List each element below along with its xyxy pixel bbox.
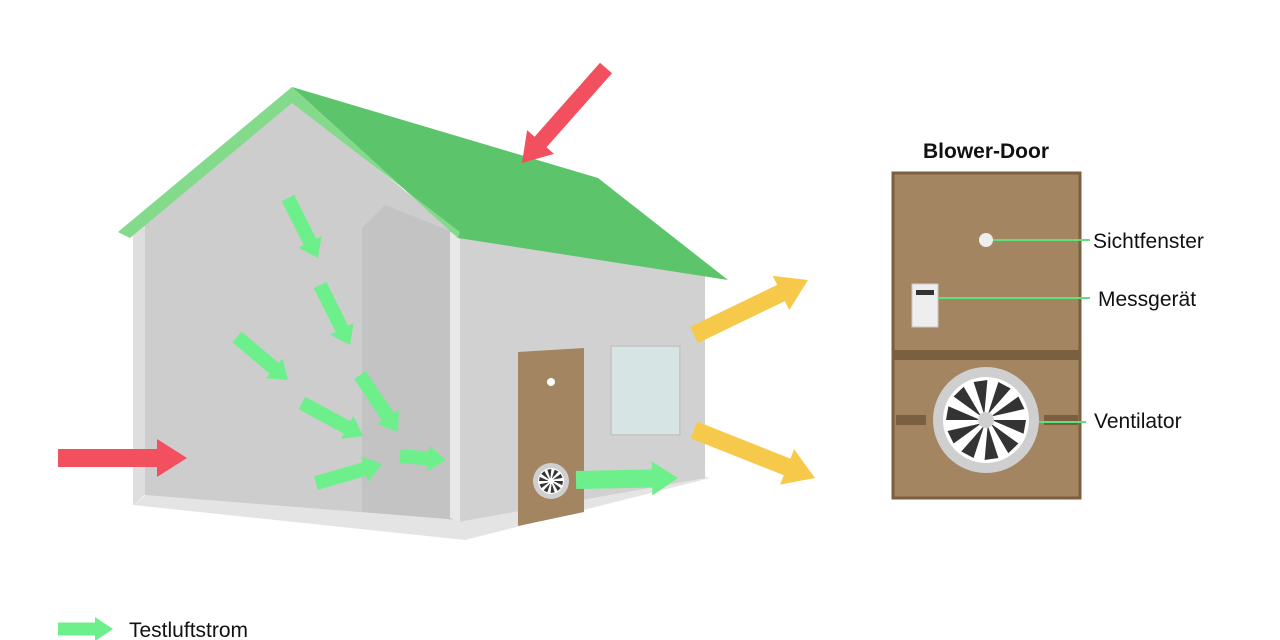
test-airflow-arrow — [313, 281, 354, 345]
roof — [292, 87, 728, 280]
fan-blade — [547, 469, 552, 479]
sight-window-icon — [979, 233, 993, 247]
house-door — [518, 348, 584, 526]
legend-arrow-icon — [58, 617, 113, 640]
fan-blade — [554, 481, 563, 486]
fan-blade — [946, 406, 979, 420]
test-airflow-arrow-exit — [575, 461, 678, 496]
house-right-wall-edge — [450, 232, 460, 522]
fan-blade — [543, 483, 551, 493]
fan-blade — [947, 423, 980, 444]
exfiltration-arrow-lower — [690, 421, 815, 485]
fan-blade — [993, 420, 1026, 434]
door-fan-icon — [533, 463, 569, 499]
test-airflow-arrow — [232, 331, 288, 380]
test-airflow-arrow — [314, 456, 382, 490]
test-airflow-arrow — [298, 396, 363, 439]
fan-mount-right — [1044, 415, 1078, 425]
house — [118, 87, 728, 540]
legend-label: Testluftstrom — [129, 619, 248, 640]
infiltration-arrow-left — [58, 439, 187, 477]
test-airflow-arrows — [232, 194, 678, 496]
fan-blade — [973, 380, 988, 413]
blower-door: Blower-Door Sichtfenster Messgerät Venti… — [891, 140, 1204, 500]
fan-blade — [553, 482, 561, 491]
door-knob-icon — [547, 378, 555, 386]
house-floor — [133, 472, 710, 540]
house-inner-wall — [362, 205, 460, 520]
blower-door-divider — [894, 350, 1079, 360]
house-left-wall-edge — [133, 225, 145, 505]
test-airflow-arrow — [399, 445, 446, 472]
fan-blade — [539, 476, 548, 481]
fan-blade — [539, 482, 549, 489]
legend: Testluftstrom — [58, 617, 248, 640]
label-fan: Ventilator — [1094, 410, 1182, 433]
fan-blade — [551, 469, 559, 479]
label-gauge: Messgerät — [1098, 288, 1196, 311]
fan-blade — [953, 386, 981, 416]
exfiltration-arrows — [690, 275, 815, 485]
label-sight-window: Sichtfenster — [1093, 230, 1204, 253]
fan-blade — [988, 382, 1011, 413]
fan-mount-left — [896, 415, 926, 425]
blower-door-title: Blower-Door — [923, 140, 1049, 163]
test-airflow-arrow — [354, 371, 399, 432]
infiltration-arrows — [58, 62, 612, 477]
fan-blade — [984, 427, 999, 460]
infiltration-arrow-roof — [522, 62, 612, 164]
fan-blade — [553, 473, 563, 480]
fan-blade — [991, 424, 1019, 454]
fan-blade — [541, 471, 549, 480]
fan-blade — [550, 483, 555, 493]
house-window — [610, 345, 681, 436]
gauge-icon — [911, 283, 939, 328]
fan-blade — [992, 396, 1025, 417]
exfiltration-arrow-upper — [690, 275, 808, 344]
fan-blade — [961, 427, 984, 458]
test-airflow-arrow — [281, 194, 322, 258]
fan-icon — [933, 367, 1039, 473]
